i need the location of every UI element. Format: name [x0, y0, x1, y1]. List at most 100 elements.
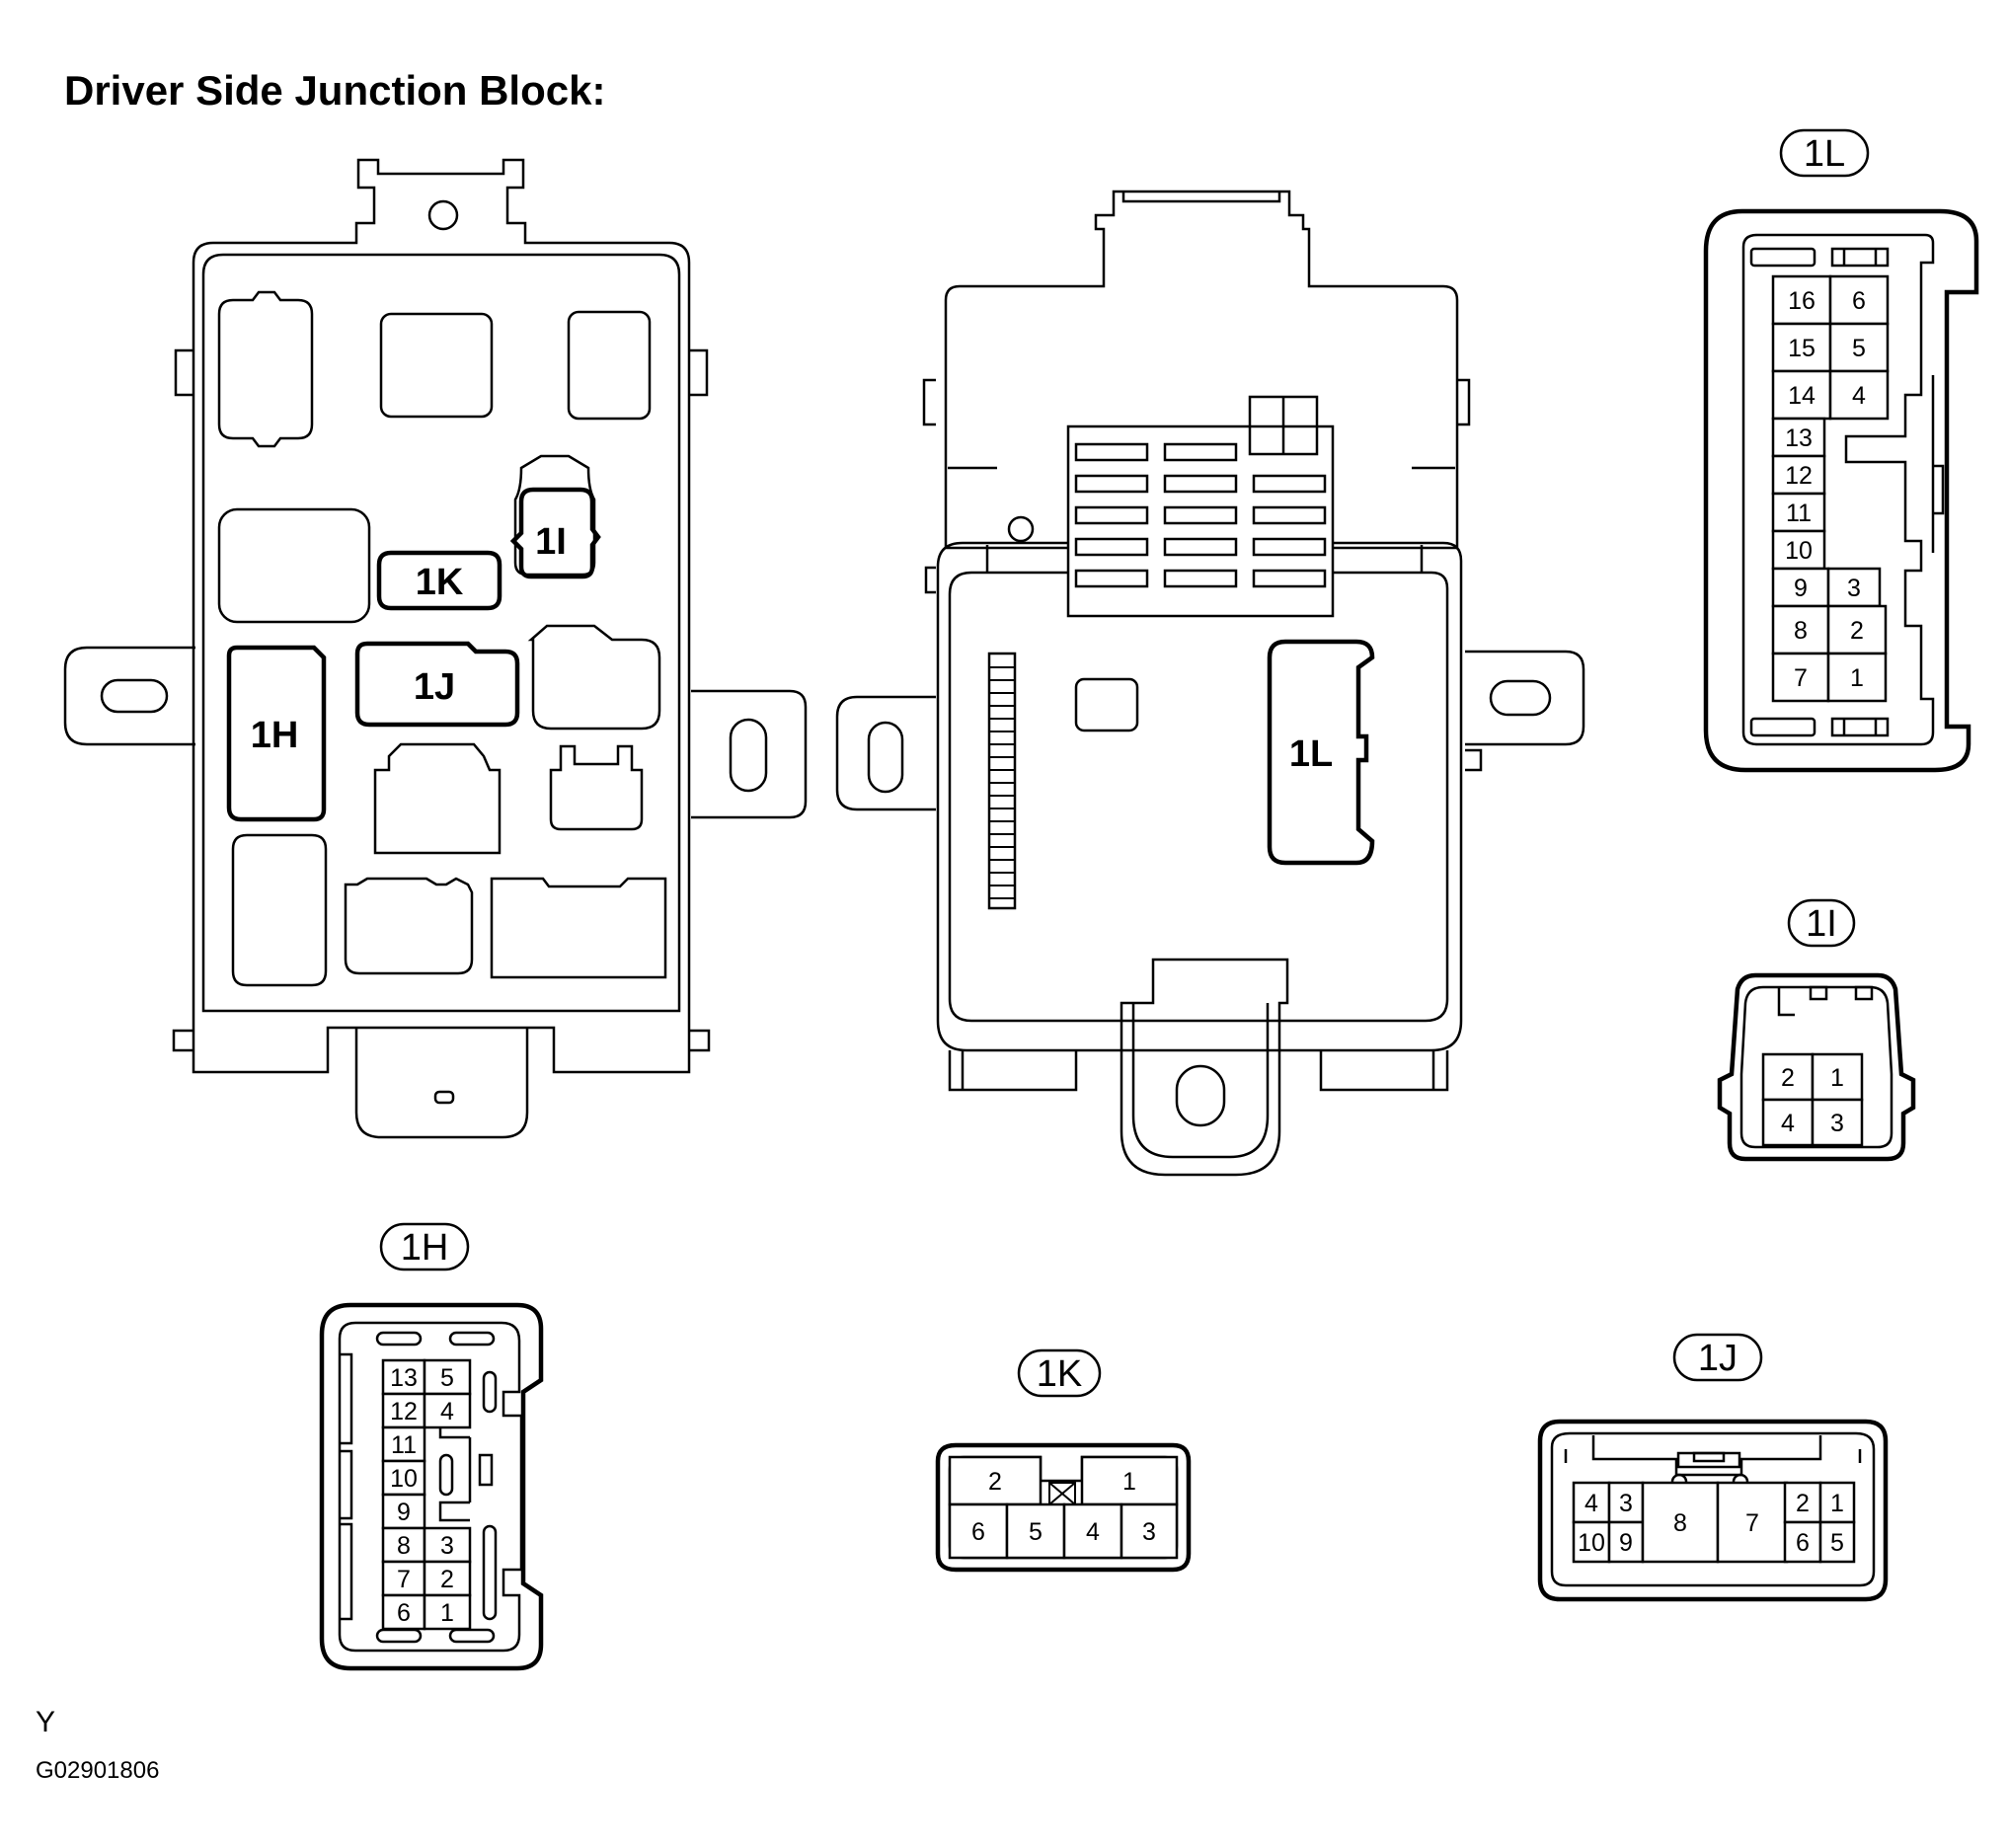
fuse-slot-grid [1074, 442, 1327, 588]
pin-number: 13 [390, 1364, 418, 1392]
pin-cavity [1062, 1502, 1123, 1560]
connector-label-1l: 1L [1804, 133, 1845, 175]
connector-label-1j: 1J [1698, 1338, 1738, 1379]
block-label-1l: 1L [1289, 733, 1333, 775]
pin-cell: 4 [423, 1392, 472, 1429]
pin-number: 4 [1086, 1518, 1100, 1546]
pin-cavity [1818, 1520, 1856, 1564]
pin-number: 3 [440, 1532, 454, 1560]
pin-number: 2 [988, 1468, 1002, 1496]
pin-cavity [1080, 1455, 1179, 1506]
pin-cavity [381, 1493, 426, 1530]
pin-number: 1 [1850, 664, 1864, 692]
pin-cavity [1828, 322, 1890, 373]
pin-cavity [1005, 1502, 1066, 1560]
pin-cell: 13 [381, 1358, 426, 1396]
pin-number: 1 [1830, 1064, 1844, 1092]
pin-number: 6 [397, 1599, 411, 1627]
pin-cell: 2 [1826, 604, 1888, 655]
pin-cell: 1 [1080, 1455, 1179, 1506]
pin-cell: 5 [1828, 322, 1890, 373]
pin-cell: 9 [1607, 1520, 1645, 1564]
fuse-slot [1074, 537, 1149, 557]
pin-cavity [381, 1425, 426, 1463]
pin-cell: 7 [1716, 1481, 1789, 1564]
pin-cell: 8 [1771, 604, 1830, 655]
fuse-slot [1074, 569, 1149, 588]
pin-cavity [1771, 274, 1832, 326]
pin-cavity [423, 1392, 472, 1429]
pin-number: 4 [1781, 1110, 1795, 1137]
fuse-slot [1163, 474, 1238, 494]
block-label-1k: 1K [416, 562, 464, 603]
pin-number: 6 [1852, 287, 1866, 315]
pin-cavity [1572, 1520, 1611, 1564]
pin-cell: 5 [1818, 1520, 1856, 1564]
fuse-slot [1252, 474, 1327, 494]
pin-cell: 4 [1828, 369, 1890, 421]
pin-cavity [1771, 529, 1826, 571]
pin-cell: 5 [1005, 1502, 1066, 1560]
pin-cell: 6 [948, 1502, 1009, 1560]
block-label-1j: 1J [414, 666, 455, 708]
pin-number: 5 [1852, 335, 1866, 362]
pin-cell: 11 [1771, 492, 1826, 533]
pin-cell: 13 [1771, 417, 1826, 458]
block-label-1i: 1I [535, 521, 567, 563]
pin-number: 3 [1142, 1518, 1156, 1546]
pin-number: 7 [1745, 1509, 1759, 1537]
pin-cell: 8 [381, 1526, 426, 1564]
figure-id: G02901806 [36, 1757, 160, 1784]
pin-cavity [1771, 567, 1830, 608]
pin-cell: 3 [1811, 1098, 1864, 1147]
pin-cell: 6 [1828, 274, 1890, 326]
pin-number: 3 [1619, 1490, 1633, 1517]
terminal-strip [987, 652, 1017, 910]
pin-cavity [1828, 369, 1890, 421]
pin-cell: 2 [1761, 1052, 1815, 1102]
pin-cell: 4 [1062, 1502, 1123, 1560]
pin-cavity [1811, 1098, 1864, 1147]
pin-number: 3 [1847, 575, 1861, 602]
pin-cell: 3 [1607, 1481, 1645, 1524]
pin-cell: 2 [423, 1560, 472, 1597]
pin-cavity [1828, 274, 1890, 326]
pin-cell: 10 [1771, 529, 1826, 571]
pin-cell: 4 [1761, 1098, 1815, 1147]
pin-number: 10 [1578, 1529, 1605, 1557]
fuse-slot [1074, 505, 1149, 525]
pin-cell: 16 [1771, 274, 1832, 326]
pin-number: 1 [1830, 1490, 1844, 1517]
pin-number: 16 [1788, 287, 1816, 315]
page-title: Driver Side Junction Block: [64, 67, 606, 114]
pin-cell: 10 [1572, 1520, 1611, 1564]
fuse-slot [1074, 474, 1149, 494]
fuse-slot [1074, 442, 1149, 462]
pin-number: 8 [1794, 617, 1808, 645]
pin-cavity [1771, 604, 1830, 655]
pin-number: 4 [1852, 382, 1866, 410]
pin-number: 2 [1796, 1490, 1810, 1517]
pin-cavity [1771, 454, 1826, 496]
pin-cavity [423, 1593, 472, 1631]
connector-label-1h: 1H [401, 1227, 449, 1269]
pin-cell: 12 [381, 1392, 426, 1429]
pin-number: 13 [1785, 424, 1813, 452]
pin-cell: 8 [1641, 1481, 1720, 1564]
terminal-strip-frame [987, 652, 1017, 910]
pin-cell: 1 [1811, 1052, 1864, 1102]
pin-cell: 4 [1572, 1481, 1611, 1524]
pin-cell: 15 [1771, 322, 1832, 373]
pin-number: 12 [390, 1398, 418, 1425]
pin-cell: 1 [1818, 1481, 1856, 1524]
pin-cell: 1 [1826, 652, 1888, 703]
pin-cavity [1771, 369, 1832, 421]
pin-number: 2 [1850, 617, 1864, 645]
